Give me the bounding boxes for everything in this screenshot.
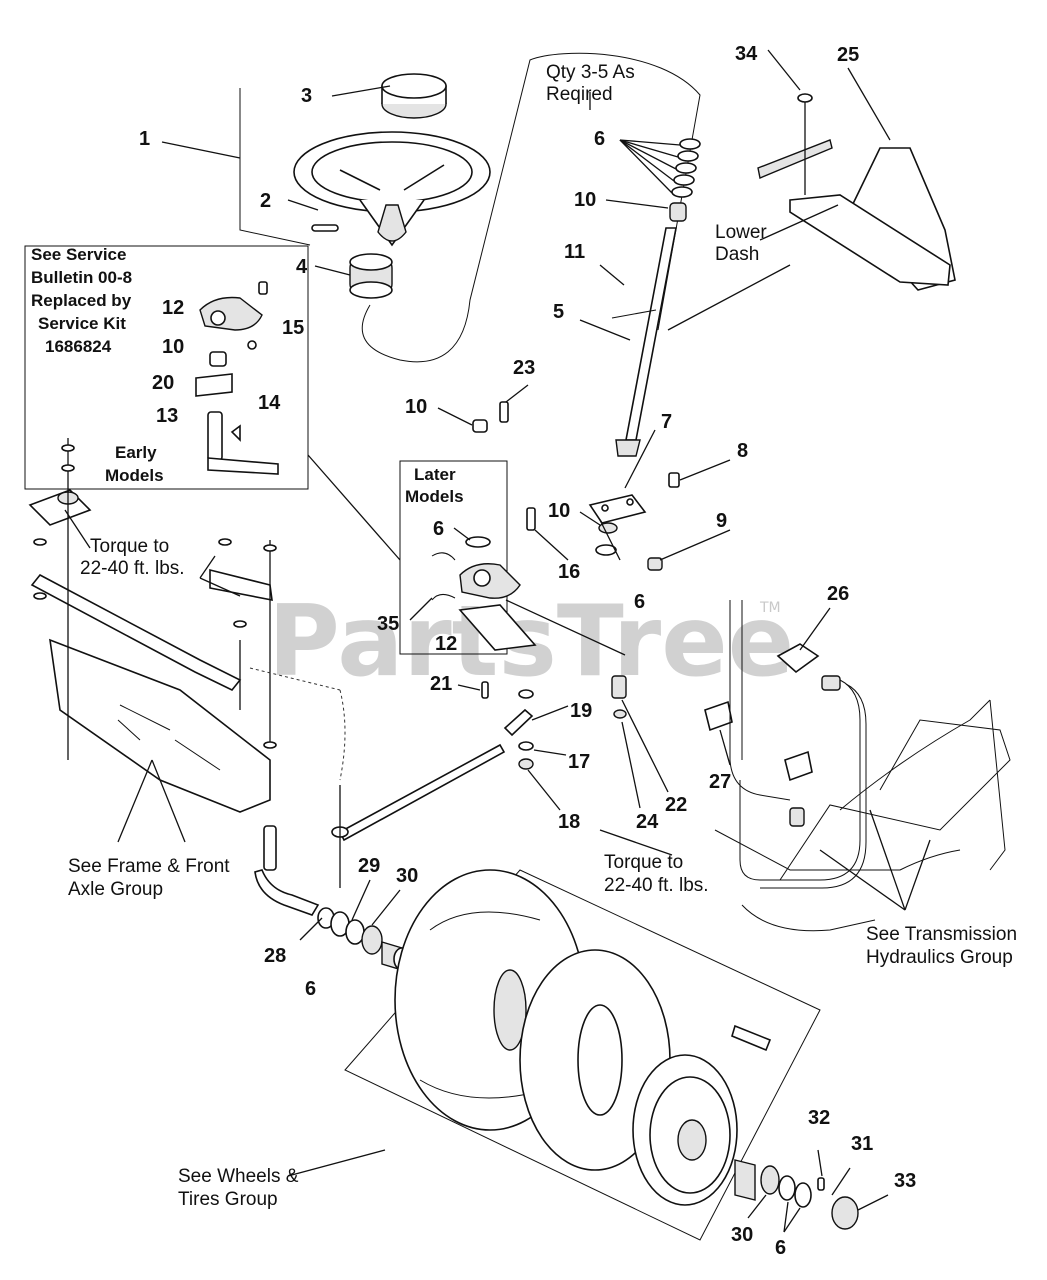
note-torque-a1: Torque to	[90, 536, 169, 557]
bushing-10	[669, 202, 687, 222]
callout-30-front: 30	[396, 865, 418, 887]
lower-dash-bracket	[757, 93, 956, 291]
callout-5: 5	[553, 301, 564, 323]
callout-9: 9	[716, 510, 727, 532]
callout-30-rear: 30	[731, 1224, 753, 1246]
note-torque-b1: Torque to	[604, 852, 683, 873]
callout-6-top: 6	[594, 128, 605, 150]
later-models-parts	[431, 419, 537, 651]
callout-12-box: 12	[162, 297, 184, 319]
callout-numbers: 1 2 3 4 5 6 6 6 6 6 7 8 9 10 10 10 10 11…	[139, 43, 916, 1259]
callout-13: 13	[156, 405, 178, 427]
note-service-2: Bulletin 00-8	[31, 268, 132, 287]
note-qty-1: Qty 3-5 As	[546, 62, 635, 83]
note-wheels-2: Tires Group	[178, 1189, 278, 1210]
hardware-nuts-left	[33, 444, 277, 749]
callout-6-plate: 6	[634, 591, 645, 613]
callout-29: 29	[358, 855, 380, 877]
callout-11: 11	[564, 241, 585, 263]
callout-33: 33	[894, 1170, 916, 1192]
note-early-2: Models	[105, 466, 164, 485]
note-frame-1: See Frame & Front	[68, 856, 230, 877]
callout-32: 32	[808, 1107, 830, 1129]
service-bulletin-box	[24, 245, 309, 490]
callout-8: 8	[737, 440, 748, 462]
note-trans-2: Hydraulics Group	[866, 947, 1013, 968]
shim-washers	[671, 138, 701, 198]
callout-4: 4	[296, 256, 308, 278]
later-models-box	[399, 460, 508, 655]
callout-12-later: 12	[435, 633, 457, 655]
callout-6-rear: 6	[775, 1237, 786, 1259]
callout-10-box: 10	[162, 336, 184, 358]
front-axle-linkage	[28, 438, 320, 916]
wheel-rim	[632, 1024, 772, 1206]
steering-wheel	[293, 131, 491, 247]
roll-pin	[311, 224, 339, 232]
callout-3: 3	[301, 85, 312, 107]
note-service-1: See Service	[31, 245, 126, 264]
callout-17: 17	[568, 751, 590, 773]
callout-31: 31	[851, 1133, 873, 1155]
callout-21: 21	[430, 673, 452, 695]
callout-1: 1	[139, 128, 150, 150]
callout-26: 26	[827, 583, 849, 605]
callout-10-top: 10	[574, 189, 596, 211]
steering-cap	[381, 73, 447, 119]
callout-10-plate: 10	[548, 500, 570, 522]
leader-lines	[64, 49, 931, 1233]
callout-22: 22	[665, 794, 687, 816]
notes: Qty 3-5 As Reqired Lower Dash See Servic…	[31, 62, 1017, 1210]
front-bearings	[317, 907, 411, 971]
note-later-1: Later	[414, 465, 456, 484]
callout-27: 27	[709, 771, 731, 793]
note-torque-a2: 22-40 ft. lbs.	[80, 558, 185, 579]
note-service-4: Service Kit	[38, 314, 126, 333]
callout-25: 25	[837, 44, 859, 66]
note-service-5: 1686824	[45, 337, 112, 356]
callout-16: 16	[558, 561, 580, 583]
steering-shaft	[611, 227, 677, 457]
note-trans-1: See Transmission	[866, 924, 1017, 945]
callout-23: 23	[513, 357, 535, 379]
callout-14: 14	[258, 392, 281, 414]
callout-10-later: 10	[405, 396, 427, 418]
watermark-trademark: TM	[759, 600, 781, 616]
note-torque-b2: 22-40 ft. lbs.	[604, 875, 709, 896]
callout-15: 15	[282, 317, 304, 339]
note-qty-2: Reqired	[546, 84, 613, 105]
callout-28: 28	[264, 945, 286, 967]
callout-19: 19	[570, 700, 592, 722]
note-service-3: Replaced by	[31, 291, 132, 310]
inner-tube	[519, 949, 671, 1171]
callout-2: 2	[260, 190, 271, 212]
group-outline-wheel	[239, 52, 701, 363]
callout-6-later: 6	[433, 518, 444, 540]
callout-20: 20	[152, 372, 174, 394]
note-later-2: Models	[405, 487, 464, 506]
callout-34: 34	[735, 43, 758, 65]
early-models-parts	[195, 281, 279, 475]
rear-bearings	[734, 1159, 859, 1230]
callout-35: 35	[377, 613, 399, 635]
pinion-plate	[499, 401, 680, 571]
callout-24: 24	[636, 811, 659, 833]
note-lower-dash-1: Lower	[715, 222, 767, 243]
drag-link	[249, 667, 627, 888]
callout-18: 18	[558, 811, 580, 833]
callout-6-front: 6	[305, 978, 316, 1000]
steering-bushing	[349, 253, 393, 299]
note-frame-2: Axle Group	[68, 879, 163, 900]
callout-7: 7	[661, 411, 672, 433]
note-lower-dash-2: Dash	[715, 244, 759, 265]
note-wheels-1: See Wheels &	[178, 1166, 299, 1187]
note-early-1: Early	[115, 443, 157, 462]
